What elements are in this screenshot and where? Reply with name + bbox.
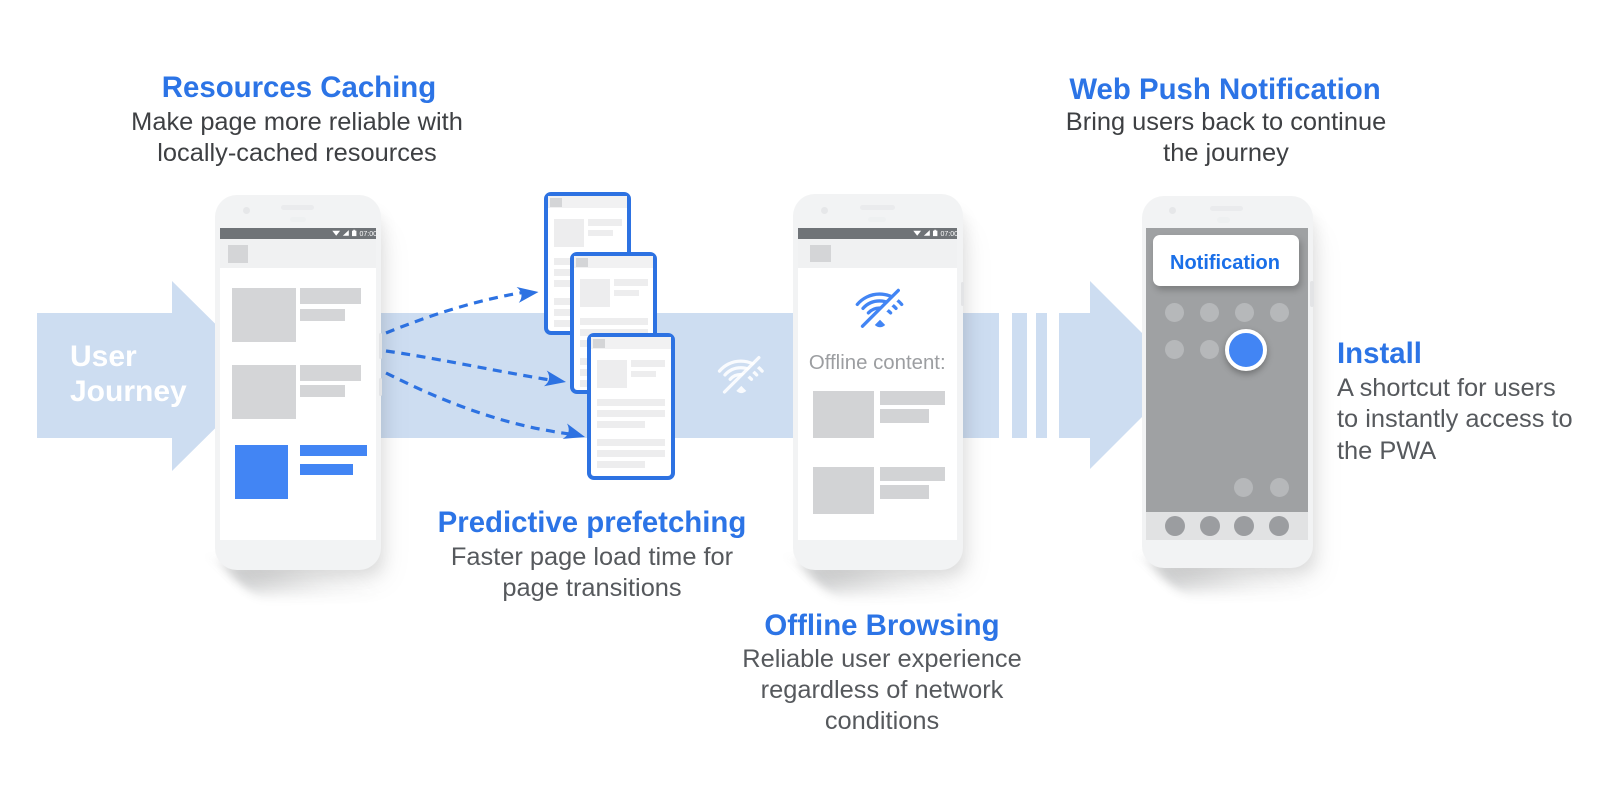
svg-text:07:00: 07:00 [359, 231, 376, 238]
svg-text:07:00: 07:00 [940, 231, 957, 238]
